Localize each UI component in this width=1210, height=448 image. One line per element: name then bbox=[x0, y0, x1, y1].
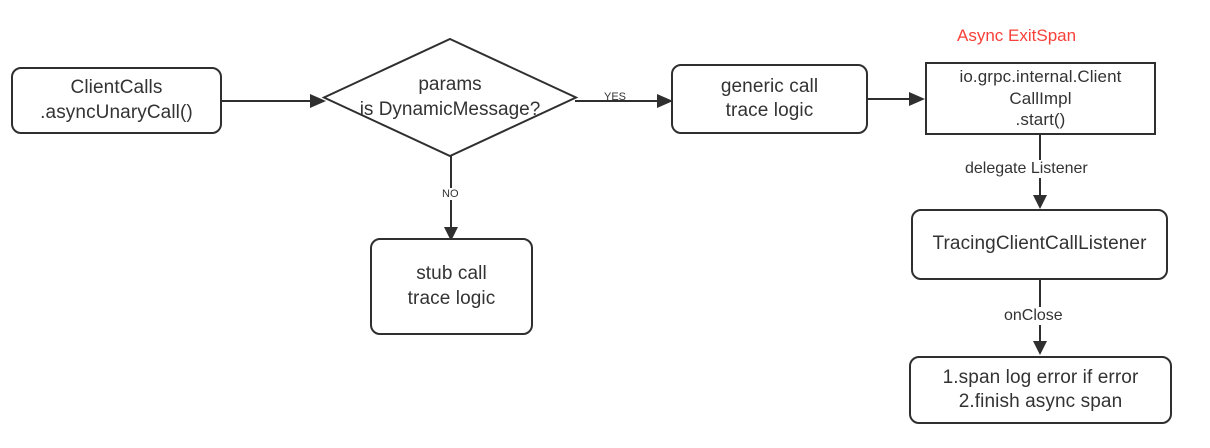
edge-generic-to-grpc bbox=[865, 84, 931, 114]
node-grpc-client-call-impl[interactable]: io.grpc.internal.Client CallImpl .start(… bbox=[925, 62, 1156, 135]
node-tracing-client-call-listener[interactable]: TracingClientCallListener bbox=[911, 209, 1168, 280]
edge-label-onclose: onClose bbox=[1000, 307, 1067, 325]
node-decision-dynamic-message[interactable]: params is DynamicMessage? bbox=[321, 37, 579, 158]
edge-client-to-decision bbox=[218, 86, 330, 116]
edge-decision-yes-to-generic bbox=[575, 86, 679, 116]
node-finish-async-span[interactable]: 1.span log error if error 2.finish async… bbox=[909, 356, 1172, 424]
node-client-calls[interactable]: ClientCalls .asyncUnaryCall() bbox=[11, 67, 222, 134]
node-stub-call-trace-logic[interactable]: stub call trace logic bbox=[370, 238, 533, 335]
annotation-async-exitspan: Async ExitSpan bbox=[957, 26, 1077, 45]
edge-label-delegate-listener: delegate Listener bbox=[961, 160, 1092, 178]
edge-label-yes: YES bbox=[604, 91, 627, 103]
node-generic-call-trace-logic[interactable]: generic call trace logic bbox=[671, 64, 868, 134]
edge-label-no: NO bbox=[440, 188, 461, 200]
